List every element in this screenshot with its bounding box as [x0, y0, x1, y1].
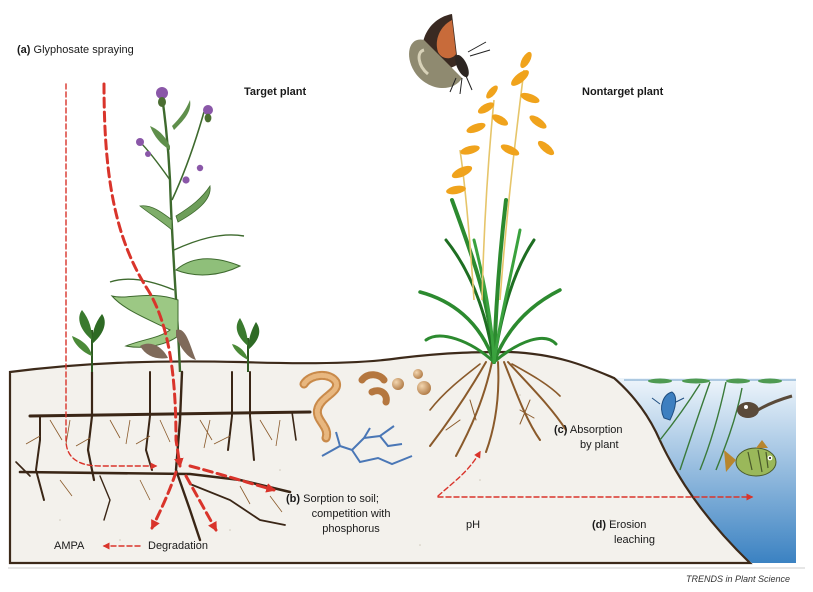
spray-path-thin-left [65, 83, 158, 470]
soil-particle [417, 381, 431, 395]
grain-stems [459, 69, 525, 301]
panel-a-letter: (a) [17, 44, 31, 56]
panel-d-label: (d) Erosion [592, 519, 646, 532]
soil-particle [413, 369, 423, 379]
panel-a-text: Glyphosate spraying [33, 44, 134, 56]
seedling-left [72, 310, 105, 372]
panel-b-line2: competition with [311, 508, 391, 520]
panel-d-line1: Erosion [609, 519, 647, 531]
spray-path-thick [102, 82, 184, 468]
panel-b-line1: Sorption to soil; [303, 493, 379, 505]
target-thistle [109, 95, 245, 373]
arrow-absorption [437, 450, 481, 497]
fine-roots [25, 419, 283, 513]
fungal-hyphae [321, 425, 413, 466]
panel-c-letter: (c) [554, 424, 568, 436]
earthworms [299, 371, 390, 443]
butterfly-illustration [409, 14, 491, 95]
ph-label: pH [466, 519, 481, 531]
arrow-degradation-left [150, 470, 178, 530]
water-body [612, 378, 796, 563]
thistle-flowers [136, 87, 213, 184]
target-plant-title: Target plant [244, 86, 307, 98]
grain-spikelets [446, 51, 555, 195]
nontarget-root-system [429, 361, 567, 457]
tadpole [737, 394, 793, 418]
soil-particle [392, 378, 404, 390]
degradation-label: Degradation [148, 540, 208, 552]
panel-c-line2: by plant [580, 439, 619, 451]
aquatic-invertebrate [651, 391, 685, 421]
panel-c-line1: Absorption [569, 424, 623, 436]
arrow-degradation-right [184, 474, 218, 532]
ampa-label: AMPA [54, 540, 85, 552]
arrow-to-sorption [188, 464, 276, 493]
panel-b-letter: (b) [286, 493, 301, 505]
fish [724, 440, 777, 477]
panel-b-line3: phosphorus [322, 523, 380, 535]
panel-d-line2: leaching [614, 534, 655, 546]
seedling-right [232, 318, 260, 372]
nontarget-plant-title: Nontarget plant [582, 86, 664, 98]
nontarget-grass [418, 198, 562, 364]
panel-d-letter: (d) [592, 519, 607, 531]
panel-a-label: (a) Glyphosate spraying [17, 44, 134, 57]
journal-credit: TRENDS in Plant Science [686, 574, 791, 584]
glyphosate-flow-arrows [65, 82, 754, 550]
panel-b-label: (b) Sorption to soil; [286, 493, 379, 506]
aquatic-plants [659, 381, 743, 471]
panel-c-label: (c) Absorption [554, 424, 623, 437]
lily-pads [648, 378, 782, 384]
